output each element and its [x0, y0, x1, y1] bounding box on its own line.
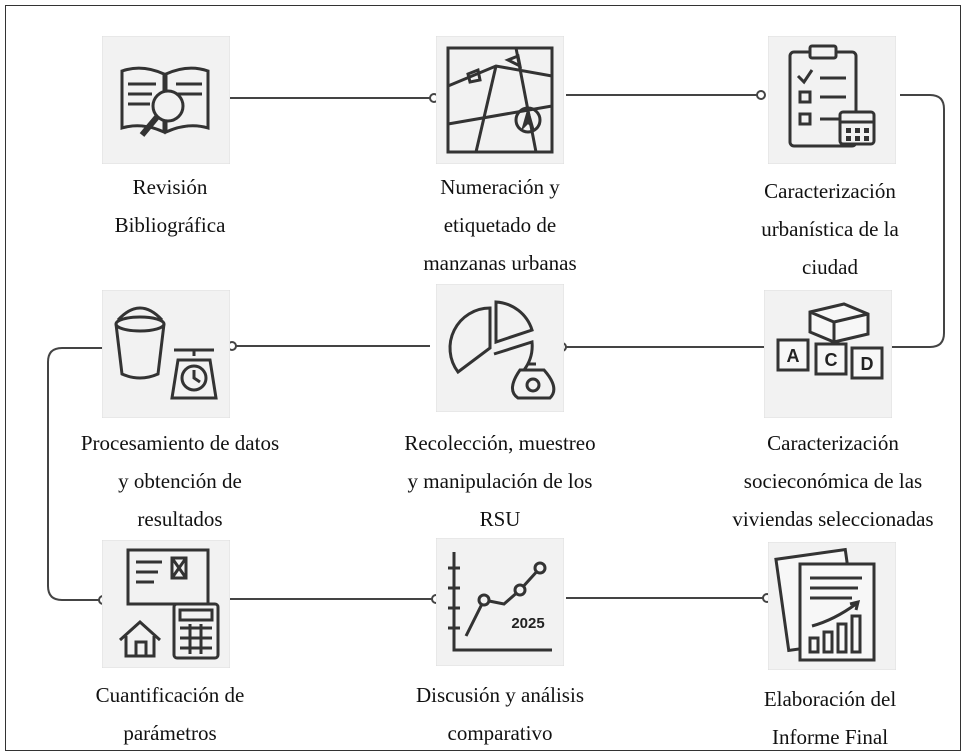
- step-label-procesamiento-datos: Procesamiento de datos y obtención de re…: [80, 431, 280, 531]
- house-calculator-icon: [102, 540, 230, 668]
- step-label-elaboracion-informe: Elaboración del Informe Final: [763, 687, 897, 749]
- block-letter-a: A: [787, 346, 800, 366]
- line-chart-2025-icon: 2025: [436, 538, 564, 666]
- step-label-recoleccion-muestreo: Recolección, muestreo y manipulación de …: [404, 431, 596, 531]
- open-book-magnifier-icon: [102, 36, 230, 164]
- step-label-revision-bibliografica: Revisión Bibliográfica: [114, 175, 226, 237]
- city-map-icon: [436, 36, 564, 164]
- connector-3-4: [890, 94, 945, 348]
- step-label-caracterizacion-urbanistica: Caracterización urbanística de la ciudad: [761, 179, 899, 279]
- step-label-caracterizacion-socioeconomica: Caracterización socieconómica de las viv…: [732, 431, 934, 531]
- bucket-scale-icon: [102, 290, 230, 418]
- pie-chart-waste-bag-icon: [436, 284, 564, 412]
- node-dot: [756, 90, 766, 100]
- block-letter-c: C: [825, 350, 838, 370]
- step-label-cuantificacion-parametros: Cuantificación de parámetros: [95, 683, 245, 745]
- chart-year-label: 2025: [511, 615, 544, 632]
- report-documents-icon: [768, 542, 896, 670]
- connector-6-7: [47, 347, 104, 601]
- step-label-numeracion-etiquetado: Numeración y etiquetado de manzanas urba…: [423, 175, 577, 275]
- diagram-frame: [5, 5, 961, 751]
- block-letter-d: D: [861, 354, 874, 374]
- blocks-acd-icon: A C D: [764, 290, 892, 418]
- clipboard-checklist-icon: [768, 36, 896, 164]
- step-label-discusion-analisis: Discusión y análisis comparativo: [416, 683, 584, 745]
